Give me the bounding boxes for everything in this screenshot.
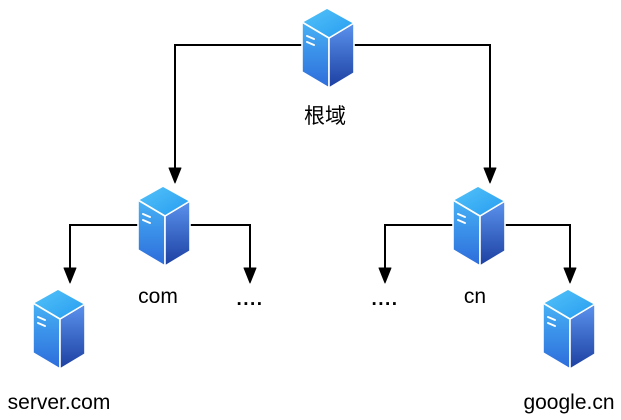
server-icon-com xyxy=(136,184,192,268)
label-com: com xyxy=(138,285,178,308)
edge-root-com xyxy=(168,44,302,184)
server-icon-root xyxy=(300,6,356,90)
server-icon-servercom xyxy=(31,287,87,371)
label-cn: cn xyxy=(463,285,487,308)
server-icon-cn xyxy=(451,184,507,268)
edge-root-cn xyxy=(352,44,497,184)
edge-cn-googlecn xyxy=(504,224,577,284)
label-dots-left: .... xyxy=(236,289,264,310)
label-dots-right: .... xyxy=(371,289,399,310)
edge-com-servercom xyxy=(63,224,139,284)
server-icon-googlecn xyxy=(541,287,597,371)
edge-cn-dots xyxy=(378,224,454,284)
label-root-domain: 根域 xyxy=(304,105,346,128)
label-server-com: server.com xyxy=(7,391,111,414)
edge-com-dots xyxy=(189,224,257,284)
label-google-cn: google.cn xyxy=(523,391,615,414)
